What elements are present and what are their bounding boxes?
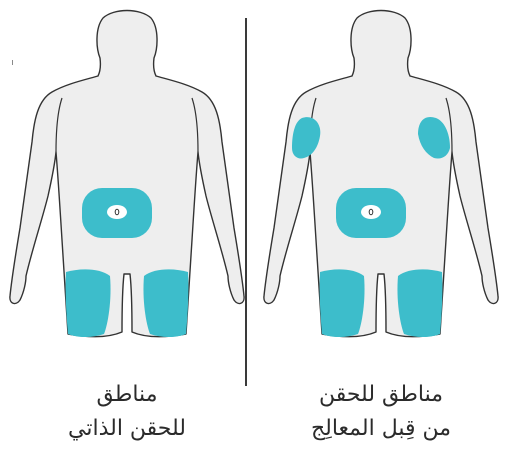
navel — [107, 205, 127, 219]
caption-line-2: من قِبل المعالِج — [254, 412, 508, 446]
caption-line-1: مناطق للحقن — [254, 378, 508, 412]
body-silhouette — [264, 11, 498, 337]
caregiver-injection-figure: مناطق للحقن من قِبل المعالِج — [254, 0, 508, 464]
right-thigh-zone — [143, 269, 188, 337]
body-outline-caregiver-injection — [254, 0, 508, 360]
left-thigh-zone — [320, 269, 365, 337]
caption-line-1: مناطق — [0, 378, 254, 412]
self-injection-caption: مناطق للحقن الذاتي — [0, 378, 254, 446]
caption-line-2: للحقن الذاتي — [0, 412, 254, 446]
right-thigh-zone — [397, 269, 442, 337]
stray-mark — [12, 60, 13, 65]
divider-line — [245, 18, 247, 386]
body-outline-self-injection — [0, 0, 254, 360]
left-thigh-zone — [66, 269, 111, 337]
self-injection-figure: مناطق للحقن الذاتي — [0, 0, 254, 464]
caregiver-injection-caption: مناطق للحقن من قِبل المعالِج — [254, 378, 508, 446]
body-silhouette — [10, 11, 244, 337]
navel — [361, 205, 381, 219]
